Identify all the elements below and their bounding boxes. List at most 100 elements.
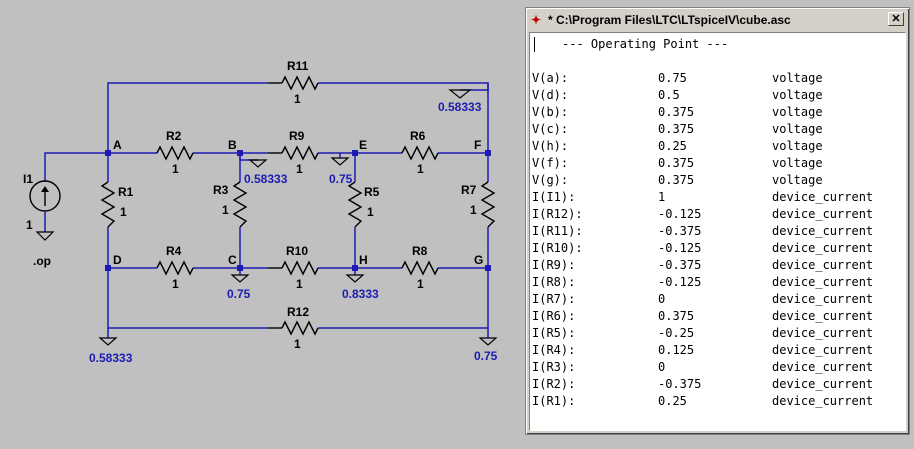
row-name: I(R4): [532,343,576,357]
row-type: device_current [772,377,874,391]
probe-node-b: 0.58333 [244,172,288,186]
ground-icon [448,89,472,99]
node-label-c: C [228,253,237,267]
r5-name: R5 [364,185,380,199]
r12-symbol [281,320,319,336]
row-value: -0.125 [658,241,702,255]
row-type: device_current [772,207,874,221]
r10-symbol [281,260,319,276]
row-name: I(R11): [532,224,583,238]
row-name: I(R2): [532,377,576,391]
op-directive[interactable]: .op [33,254,51,268]
row-name: I(R8): [532,275,576,289]
row-type: device_current [772,190,874,204]
window-titlebar[interactable]: ✦ * C:\Program Files\LTC\LTspiceIV\cube.… [529,11,906,29]
probe-top-right: 0.58333 [438,100,482,114]
ground-icon [248,159,268,168]
row-name: I(R7): [532,292,576,306]
row-value: 0.375 [658,156,695,170]
row-value: -0.375 [658,224,702,238]
row-name: I(R6): [532,309,576,323]
list-item: I(R1): 0.25 device_current [532,393,892,410]
row-name: V(f): [532,156,569,170]
row-name: V(a): [532,71,569,85]
r2-name: R2 [166,129,182,143]
row-name: V(c): [532,122,569,136]
r1-value: 1 [120,205,127,219]
row-value: 0.375 [658,105,695,119]
row-type: voltage [772,105,823,119]
r8-name: R8 [412,244,428,258]
schematic-canvas[interactable]: A B E F D C H G R2 1 R9 1 R6 1 R4 1 R10 … [0,0,520,449]
row-type: device_current [772,360,874,374]
row-type: device_current [772,275,874,289]
ground-icon [345,274,365,283]
r1-name: R1 [118,185,134,199]
operating-point-header: --- Operating Point --- [562,37,729,51]
row-type: voltage [772,88,823,102]
current-source-i1[interactable] [29,180,61,212]
i1-name: I1 [23,172,33,186]
operating-point-window[interactable]: ✦ * C:\Program Files\LTC\LTspiceIV\cube.… [525,7,910,435]
r3-value: 1 [222,203,229,217]
row-value: 0.25 [658,139,687,153]
node-label-f: F [474,138,481,152]
ground-icon [478,337,498,346]
ltspice-app-icon: ✦ [531,12,542,27]
row-name: V(d): [532,88,569,102]
row-type: device_current [772,394,874,408]
r7-symbol [480,181,496,228]
r9-symbol [281,145,319,161]
ground-icon [98,337,118,346]
row-type: voltage [772,173,823,187]
row-name: I(R1): [532,394,576,408]
row-type: device_current [772,309,874,323]
r11-symbol [281,75,319,91]
r2-value: 1 [172,162,179,176]
r7-name: R7 [461,183,477,197]
row-name: I(R9): [532,258,576,272]
wires [44,82,489,338]
row-value: -0.375 [658,258,702,272]
row-name: V(b): [532,105,569,119]
node-label-d: D [113,253,122,267]
probe-node-c: 0.75 [227,287,251,301]
row-value: 0.125 [658,343,695,357]
row-name: I(R10): [532,241,583,255]
row-type: device_current [772,326,874,340]
row-value: 0.375 [658,173,695,187]
row-name: V(h): [532,139,569,153]
r7-value: 1 [470,203,477,217]
row-value: 0.5 [658,88,680,102]
row-value: 0.25 [658,394,687,408]
r12-name: R12 [287,305,309,319]
r4-symbol [156,260,194,276]
node-label-e: E [359,138,367,152]
r9-name: R9 [289,129,305,143]
r9-value: 1 [296,162,303,176]
row-name: I(R3): [532,360,576,374]
node-label-h: H [359,253,368,267]
close-button[interactable]: ✕ [888,12,904,26]
ground-icon [35,231,55,241]
row-value: 0 [658,292,666,306]
node-label-g: G [474,253,483,267]
ground-symbols [35,89,498,346]
resistor-symbols [100,75,496,336]
r5-value: 1 [367,205,374,219]
row-value: -0.25 [658,326,695,340]
